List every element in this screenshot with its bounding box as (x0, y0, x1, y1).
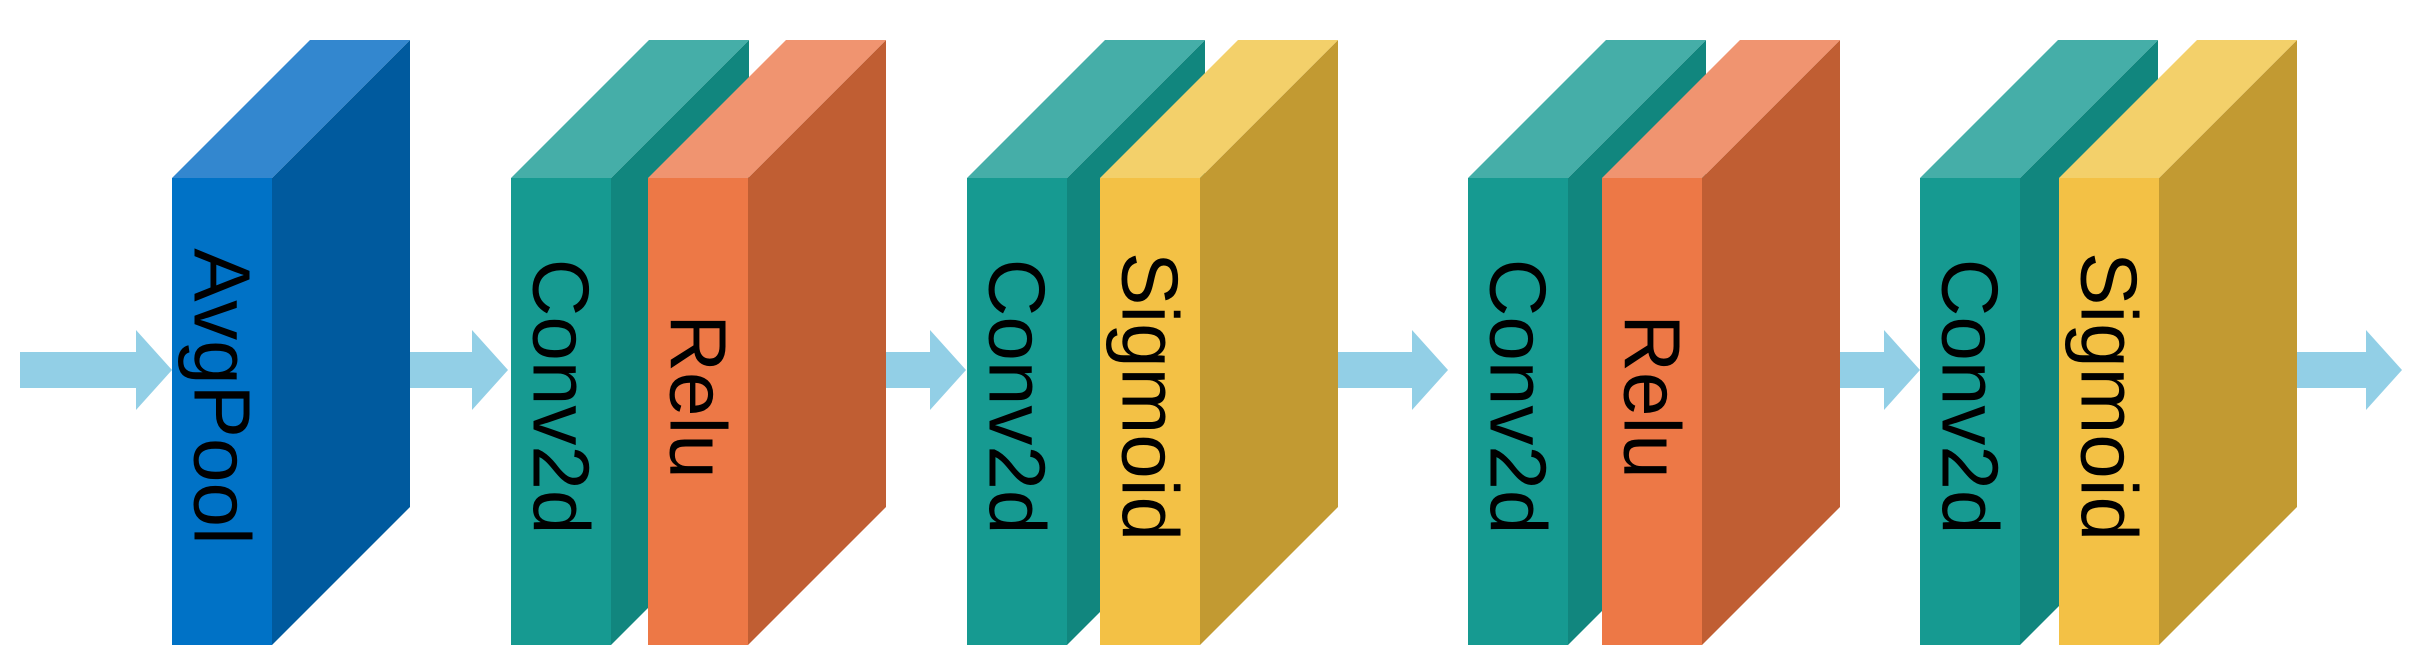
block-top-face (648, 40, 886, 178)
block-top-face (2059, 40, 2297, 178)
block-label: Sigmoid (1106, 252, 1195, 541)
block-relu-7: Relu (1602, 40, 1840, 645)
block-side-face (748, 40, 886, 645)
block-top-face (1602, 40, 1840, 178)
arrow-sigmoid-to-conv2d (1295, 330, 1448, 410)
block-sigmoid-5: Sigmoid (1100, 40, 1338, 645)
block-front-face (967, 178, 1067, 645)
arrow-relu-to-conv2d (1766, 330, 1920, 410)
block-relu-3: Relu (648, 40, 886, 645)
block-avgpool-1: AvgPool (172, 40, 410, 645)
arrow-output (2250, 330, 2402, 410)
block-front-face (1468, 178, 1568, 645)
block-label: Conv2d (1926, 259, 2015, 535)
block-front-face (648, 178, 748, 645)
block-label: AvgPool (178, 248, 267, 545)
arrow-input (20, 330, 172, 410)
block-side-face (2159, 40, 2297, 645)
block-front-face (1602, 178, 1702, 645)
block-front-face (1920, 178, 2020, 645)
arrow-relu-to-conv2d (812, 330, 966, 410)
block-front-face (511, 178, 611, 645)
block-side-face (1702, 40, 1840, 645)
block-label: Conv2d (517, 259, 606, 535)
block-label: Conv2d (1474, 259, 1563, 535)
block-front-face (1100, 178, 1200, 645)
arrow-avgpool-to-conv2d (355, 330, 508, 410)
block-label: Sigmoid (2065, 252, 2154, 541)
block-top-face (172, 40, 410, 178)
block-label: Relu (654, 314, 743, 479)
block-label: Conv2d (973, 259, 1062, 535)
block-top-face (1100, 40, 1338, 178)
block-label: Relu (1608, 314, 1697, 479)
block-side-face (1200, 40, 1338, 645)
block-top-face (967, 40, 1205, 178)
block-top-face (511, 40, 749, 178)
block-front-face (2059, 178, 2159, 645)
block-top-face (1920, 40, 2158, 178)
block-side-face (272, 40, 410, 645)
block-sigmoid-9: Sigmoid (2059, 40, 2297, 645)
block-front-face (172, 178, 272, 645)
layer-blocks: AvgPool Conv2d Relu Conv2d Sigmoid Conv2d Relu… (172, 40, 2297, 645)
block-top-face (1468, 40, 1706, 178)
arrows (20, 330, 2402, 410)
